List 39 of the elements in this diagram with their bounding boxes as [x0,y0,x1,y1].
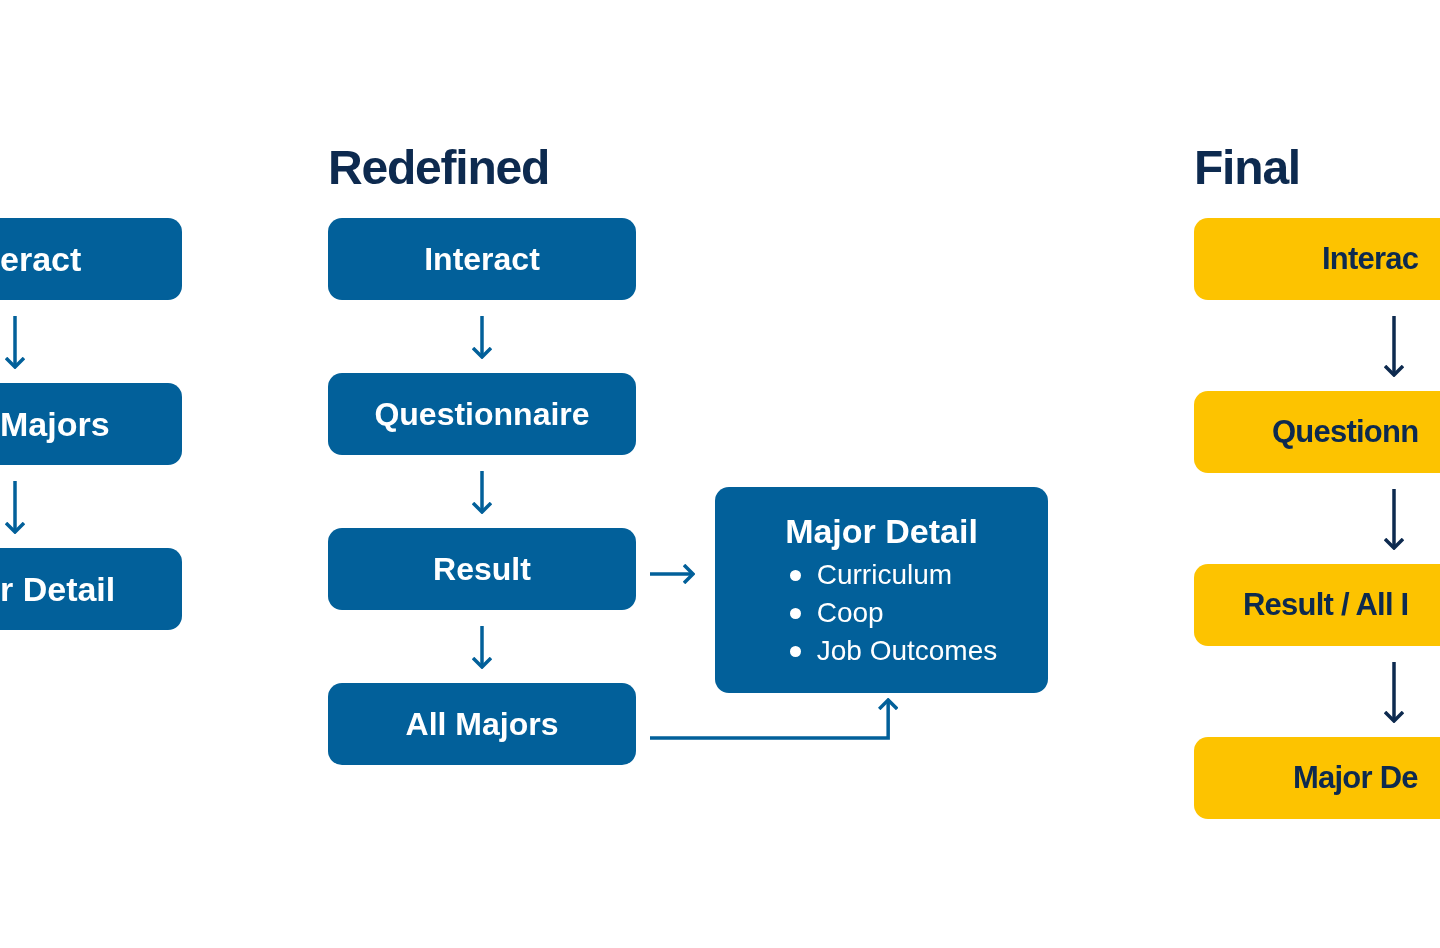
process-box [328,683,636,765]
arrow [4,316,26,369]
box-label: Major De [1293,758,1418,797]
box-label: Result [433,550,531,589]
box-label: All Majors [405,705,559,744]
arrow [471,626,493,669]
process-box [1194,391,1440,473]
process-box [328,373,636,455]
box-label: Questionnaire [374,395,590,434]
process-box [1194,737,1440,819]
list-item: Job Outcomes [816,634,998,669]
box-label: r Detail [0,568,116,610]
process-box [0,218,182,300]
list-item: Curriculum [816,558,953,593]
arrow [4,481,26,534]
box-heading: Major Detail [785,510,978,552]
column-heading: Final [1194,140,1300,196]
process-box [0,383,182,465]
box-label: Interac [1322,239,1419,278]
box-label: eract [0,238,82,280]
process-box [328,528,636,610]
process-box [328,218,636,300]
box-label: Majors [0,403,110,445]
arrow [471,316,493,359]
list-item: Coop [816,596,884,631]
arrow [1383,662,1405,723]
column-heading: Redefined [328,140,550,196]
arrow [1383,489,1405,550]
arrow [650,698,899,740]
box-label: Result / All I [1243,585,1409,624]
box-label: Questionn [1272,412,1419,451]
arrow [471,471,493,514]
arrow [650,563,695,585]
process-box [1194,218,1440,300]
process-box [1194,564,1440,646]
detail-box [715,487,1048,693]
box-label: Interact [424,240,540,279]
process-box [0,548,182,630]
arrow [1383,316,1405,377]
